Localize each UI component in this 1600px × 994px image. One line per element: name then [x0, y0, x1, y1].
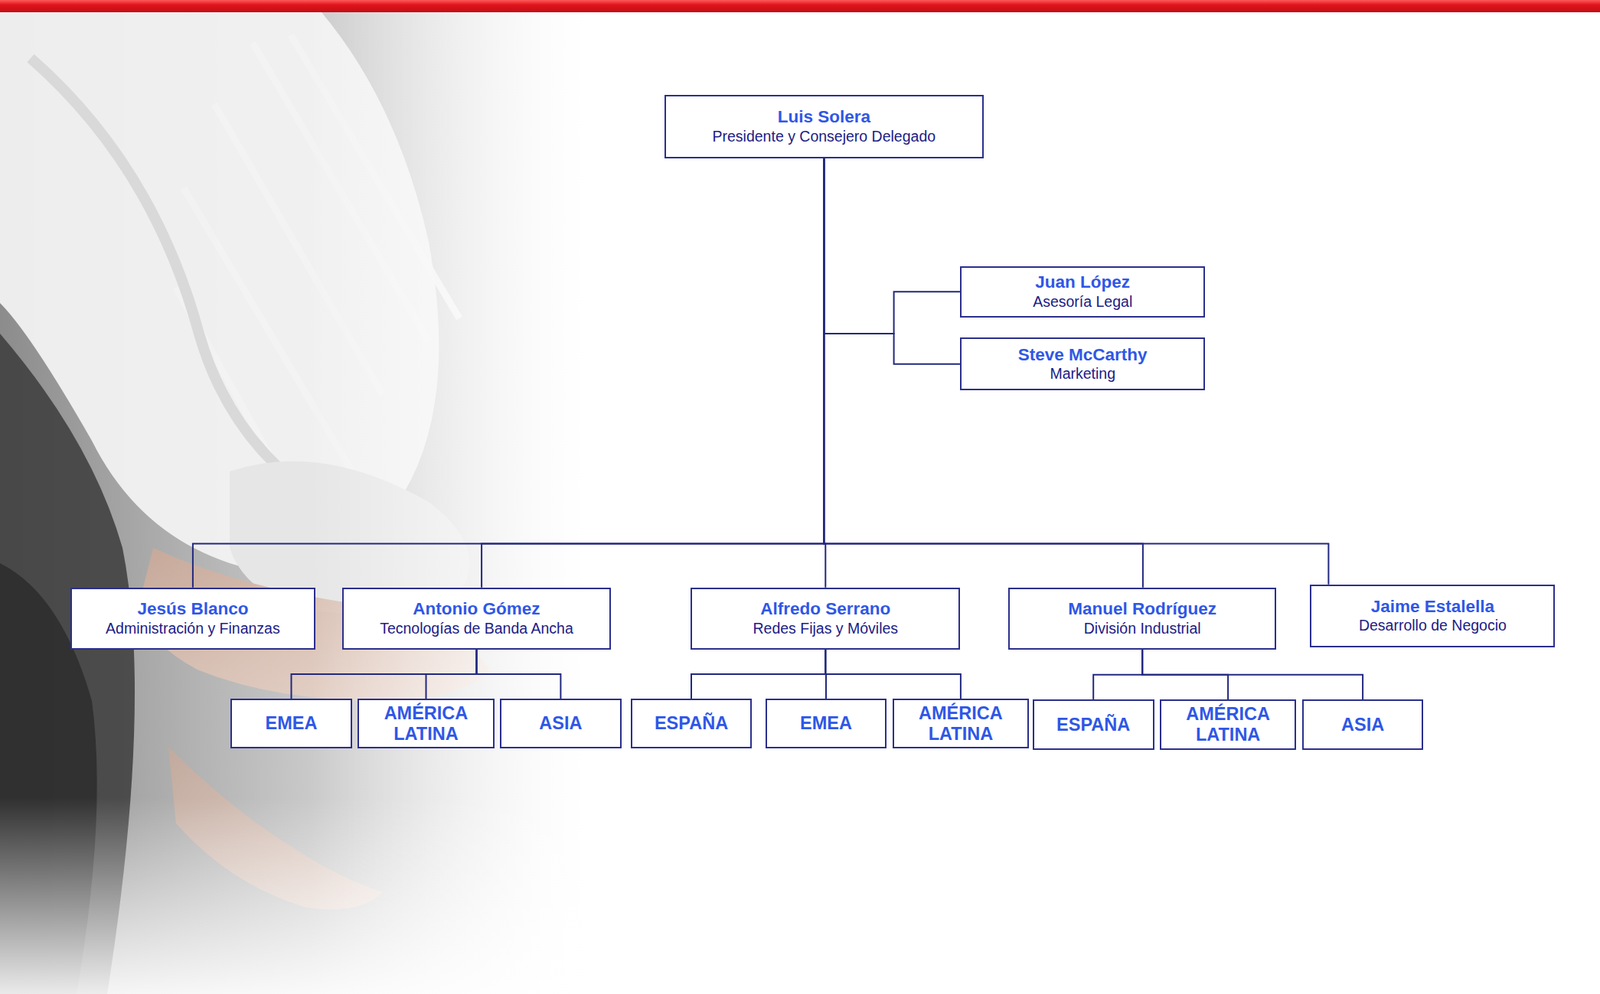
region-box: ESPAÑA: [630, 698, 753, 749]
role-title: Desarrollo de Negocio: [1358, 617, 1507, 636]
person-box: Jaime EstalellaDesarrollo de Negocio: [1309, 584, 1555, 649]
person-box: Antonio GómezTecnologías de Banda Ancha: [342, 587, 612, 650]
org-connector: [1093, 649, 1143, 700]
person-name: Manuel Rodríguez: [1067, 599, 1217, 621]
region-box: EMEA: [765, 698, 888, 749]
role-title: Asesoría Legal: [1032, 293, 1133, 312]
role-title: División Industrial: [1084, 620, 1202, 639]
org-connector: [291, 649, 477, 699]
org-connector: [823, 158, 960, 365]
org-connector: [476, 649, 562, 699]
region-label: AMÉRICA LATINA: [894, 703, 1029, 745]
region-box: AMÉRICA LATINA: [1159, 699, 1297, 750]
person-box: Manuel RodríguezDivisión Industrial: [1008, 587, 1277, 650]
org-connector: [1142, 649, 1363, 700]
org-connector: [481, 158, 824, 588]
region-label: AMÉRICA LATINA: [1161, 704, 1296, 746]
person-box: Alfredo SerranoRedes Fijas y Móviles: [690, 587, 960, 650]
org-connector: [823, 158, 960, 334]
org-connector: [192, 158, 824, 588]
org-connector: [825, 649, 961, 699]
person-box: Jesús BlancoAdministración y Finanzas: [70, 587, 316, 650]
role-title: Presidente y Consejero Delegado: [712, 127, 937, 147]
region-box: EMEA: [230, 698, 353, 749]
person-name: Jesús Blanco: [137, 599, 249, 621]
org-connector: [691, 649, 826, 699]
person-name: Alfredo Serrano: [760, 599, 891, 621]
org-connector: [426, 649, 477, 699]
photo-illustration: [0, 12, 689, 994]
region-label: ESPAÑA: [1056, 715, 1130, 736]
person-box: Steve McCarthyMarketing: [960, 337, 1205, 391]
person-name: Antonio Gómez: [412, 599, 540, 621]
region-label: ASIA: [1341, 715, 1385, 736]
top-bar: [0, 0, 1600, 13]
region-box: ESPAÑA: [1032, 699, 1155, 750]
region-label: AMÉRICA LATINA: [359, 703, 494, 745]
role-title: Redes Fijas y Móviles: [752, 620, 898, 639]
region-label: EMEA: [265, 713, 318, 735]
person-box: Luis SoleraPresidente y Consejero Delega…: [664, 94, 984, 159]
person-name: Luis Solera: [777, 107, 871, 128]
region-label: ESPAÑA: [654, 713, 729, 735]
region-label: ASIA: [538, 713, 582, 735]
region-box: AMÉRICA LATINA: [357, 698, 495, 749]
role-title: Administración y Finanzas: [105, 620, 281, 639]
role-title: Marketing: [1049, 365, 1116, 384]
person-name: Steve McCarthy: [1018, 345, 1148, 366]
region-box: ASIA: [1302, 699, 1424, 750]
person-name: Juan López: [1035, 272, 1130, 294]
person-name: Jaime Estalella: [1371, 597, 1495, 618]
region-box: AMÉRICA LATINA: [892, 698, 1030, 749]
person-box: Juan LópezAsesoría Legal: [960, 266, 1205, 318]
role-title: Tecnologías de Banda Ancha: [379, 620, 574, 639]
org-connector: [823, 158, 1329, 585]
region-label: EMEA: [800, 713, 853, 735]
region-box: ASIA: [499, 698, 622, 749]
